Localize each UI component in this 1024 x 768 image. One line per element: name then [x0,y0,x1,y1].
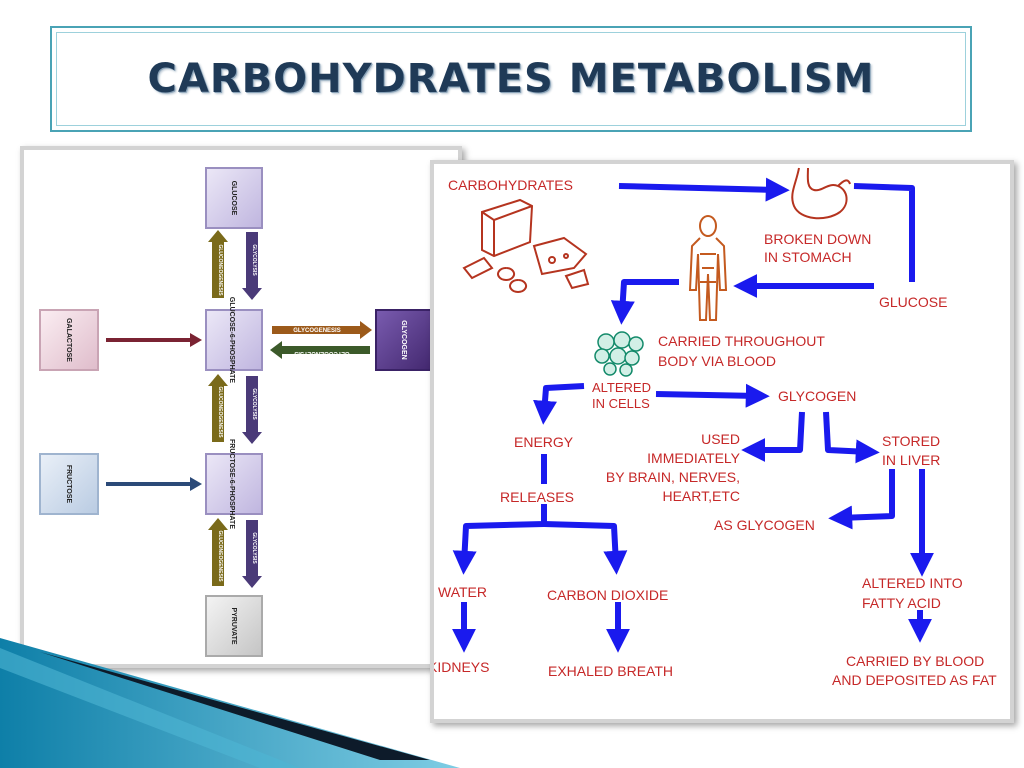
arrow-glycogen-to-stored [823,411,880,464]
arrow-stomach-to-glucose [853,183,915,282]
node-pyruvate-label: PYRUVATE [230,607,237,644]
arrow-gluconeogenesis-3: GLUCONEOGENESIS [208,518,228,586]
arrow-glycolysis-2: GLYCOLYSIS [242,376,262,444]
arrow-cells-to-energy [533,383,585,425]
label-used-2: IMMEDIATELY [647,450,740,466]
label-used-1: USED [701,431,740,447]
arrow-gluconeogenesis-1: GLUCONEOGENESIS [208,230,228,298]
node-glycogen-label: GLYCOGEN [400,320,407,359]
title-box: CARBOHYDRATES METABOLISM [50,26,972,132]
node-pyruvate: PYRUVATE [205,595,263,657]
node-galactose-label: GALACTOSE [65,318,72,362]
svg-text:GLYCOGENESIS: GLYCOGENESIS [293,328,340,334]
svg-text:GLUCONEOGENESIS: GLUCONEOGENESIS [217,244,223,296]
label-exhaled: EXHALED BREATH [548,663,673,679]
svg-text:GLYCOLYSIS: GLYCOLYSIS [251,244,257,276]
svg-text:GLYCOLYSIS: GLYCOLYSIS [251,388,257,420]
arrow-releases-to-water [452,504,547,575]
svg-text:GLUCONEOGENESIS: GLUCONEOGENESIS [217,530,223,582]
label-stored-2: IN LIVER [882,452,940,468]
label-broken-down-2: IN STOMACH [764,249,852,265]
pathway-panel: GLUCOSE GLUCOSE-6-PHOSPHATE GLYCOGEN GAL… [20,146,462,668]
stomach-icon [791,167,851,220]
svg-text:GLYCOLYSIS: GLYCOLYSIS [251,532,257,564]
node-glucose-label: GLUCOSE [230,181,237,216]
journey-diagram: CARBOHYDRATES BROKEN DOWN IN STOMACH GLU… [434,167,997,688]
label-altered-cells-2: IN CELLS [592,396,650,411]
arrow-stored-to-as-glycogen [828,469,895,530]
bread-and-cheese-icon [462,198,590,293]
label-glycogen: GLYCOGEN [778,388,856,404]
arrow-glycogen-to-used [741,411,805,462]
label-carried-1: CARRIED THROUGHOUT [658,333,825,349]
slide-title: CARBOHYDRATES METABOLISM [147,56,875,102]
svg-text:GLUCONEOGENESIS: GLUCONEOGENESIS [217,386,223,438]
arrow-gluconeogenesis-2: GLUCONEOGENESIS [208,374,228,442]
label-energy: ENERGY [514,434,574,450]
label-carried-2: BODY VIA BLOOD [658,353,776,369]
label-as-glycogen: AS GLYCOGEN [714,517,815,533]
label-carbohydrates: CARBOHYDRATES [448,177,573,193]
node-galactose: GALACTOSE [39,309,99,371]
arrow-fructose [106,477,202,491]
arrow-carbs-to-stomach [618,177,790,202]
arrow-glycogenolysis: GLYCOGENOLYSIS [270,341,370,359]
label-broken-down-1: BROKEN DOWN [764,231,871,247]
corner-decoration [0,638,460,768]
svg-text:GLYCOGENOLYSIS: GLYCOGENOLYSIS [294,350,349,356]
arrow-galactose [106,333,202,347]
arrow-glycogenesis: GLYCOGENESIS [272,321,372,339]
label-glucose: GLUCOSE [879,294,947,310]
label-stored-1: STORED [882,433,940,449]
arrow-glycolysis-3: GLYCOLYSIS [242,520,262,588]
label-used-3: BY BRAIN, NERVES, [606,469,740,485]
arrow-body-to-cells [610,279,679,325]
label-altered-fatty-2: FATTY ACID [862,595,941,611]
journey-panel: CARBOHYDRATES BROKEN DOWN IN STOMACH GLU… [430,160,1014,723]
node-fructose: FRUCTOSE [39,453,99,515]
label-kidneys: KIDNEYS [434,659,489,675]
label-carbon-dioxide: CARBON DIOXIDE [547,587,668,603]
node-fructose-6-phosphate-label: FRUCTOSE-6-PHOSPHATE [228,439,235,529]
human-body-icon [688,215,728,321]
pathway-diagram: GLUCOSE GLUCOSE-6-PHOSPHATE GLYCOGEN GAL… [39,167,433,657]
label-used-4: HEART,ETC [662,488,740,504]
arrow-cells-to-glycogen [655,383,770,408]
label-releases: RELEASES [500,489,574,505]
node-glucose: GLUCOSE [205,167,263,229]
label-altered-fatty-1: ALTERED INTO [862,575,963,591]
label-carried-blood-1: CARRIED BY BLOOD [846,653,984,669]
cells-icon [594,331,644,377]
node-glycogen: GLYCOGEN [375,309,433,371]
arrow-glycolysis-1: GLYCOLYSIS [242,232,262,300]
node-fructose-6-phosphate: FRUCTOSE-6-PHOSPHATE [205,439,263,529]
node-fructose-label: FRUCTOSE [65,465,72,504]
node-glucose-6-phosphate-label: GLUCOSE-6-PHOSPHATE [228,297,235,384]
node-glucose-6-phosphate: GLUCOSE-6-PHOSPHATE [205,297,263,384]
label-carried-blood-2: AND DEPOSITED AS FAT [832,672,997,688]
label-water: WATER [438,584,487,600]
arrow-releases-to-co2 [543,521,628,575]
label-altered-cells-1: ALTERED [592,380,651,395]
